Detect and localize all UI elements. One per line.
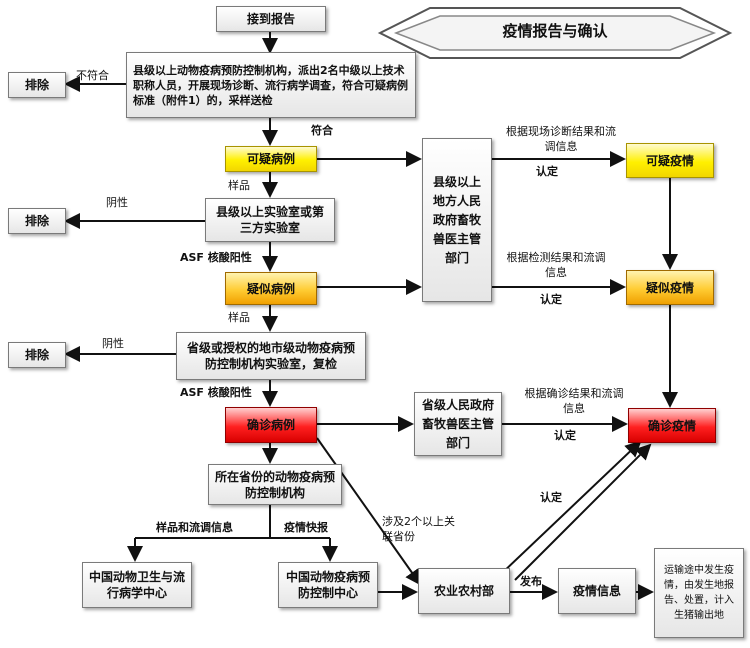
label-asf-positive-2: ASF 核酸阳性 [180,386,252,399]
county-agency-box: 县级以上动物疫病预防控制机构，派出2名中级以上技术职称人员，开展现场诊断、流行病… [126,52,416,118]
label-sample-2: 样品 [228,311,250,324]
diagram-title: 疫情报告与确认 [502,22,608,40]
provincial-gov-vet-box: 省级人民政府畜牧兽医主管部门 [414,392,502,456]
label-confirm-3: 认定 [554,429,576,442]
receive-report-box: 接到报告 [216,6,326,32]
exclude-box-1: 排除 [8,72,66,98]
suspicious-case-box: 可疑病例 [225,146,317,172]
label-epidemic-express: 疫情快报 [284,521,328,534]
exclude-box-2: 排除 [8,208,66,234]
suspected-case-box: 疑似病例 [225,272,317,305]
county-gov-vet-box: 县级以上地方人民政府畜牧兽医主管部门 [422,138,492,302]
provincial-lab-box: 省级或授权的地市级动物疫病预防控制机构实验室，复检 [176,332,366,380]
china-animal-health-box: 中国动物卫生与流行病学中心 [82,562,192,608]
epidemic-info-box: 疫情信息 [558,568,636,614]
county-lab-box: 县级以上实验室或第三方实验室 [205,198,335,242]
label-not-match: 不符合 [76,69,109,82]
label-samples-and-survey: 样品和流调信息 [156,521,233,534]
label-asf-positive-1: ASF 核酸阳性 [180,251,252,264]
title-banner [377,7,733,59]
label-basis-field: 根据现场诊断结果和流调信息 [506,125,616,153]
china-disease-control-box: 中国动物疫病预防控制中心 [278,562,378,608]
label-confirm-2: 认定 [540,293,562,306]
confirmed-epidemic-box: 确诊疫情 [628,408,716,443]
suspected-epidemic-box: 疑似疫情 [626,270,714,305]
label-sample-1: 样品 [228,179,250,192]
label-match: 符合 [311,124,333,137]
exclude-box-3: 排除 [8,342,66,368]
label-basis-confirm: 根据确诊结果和流调信息 [524,387,624,415]
label-negative-2: 阴性 [102,337,124,350]
label-confirm-1: 认定 [536,165,558,178]
confirmed-case-box: 确诊病例 [225,407,317,443]
transport-note-box: 运输途中发生疫情，由发生地报告、处置，计入生猪输出地 [654,548,744,638]
label-negative-1: 阴性 [106,196,128,209]
label-publish: 发布 [520,575,542,588]
label-basis-test: 根据检测结果和流调信息 [506,251,606,279]
label-confirm-4: 认定 [540,491,562,504]
label-multi-province: 涉及2个以上关联省份 [382,515,455,543]
ministry-agriculture-box: 农业农村部 [418,568,510,614]
provincial-agency-box: 所在省份的动物疫病预防控制机构 [208,464,342,505]
suspicious-epidemic-box: 可疑疫情 [626,143,714,178]
